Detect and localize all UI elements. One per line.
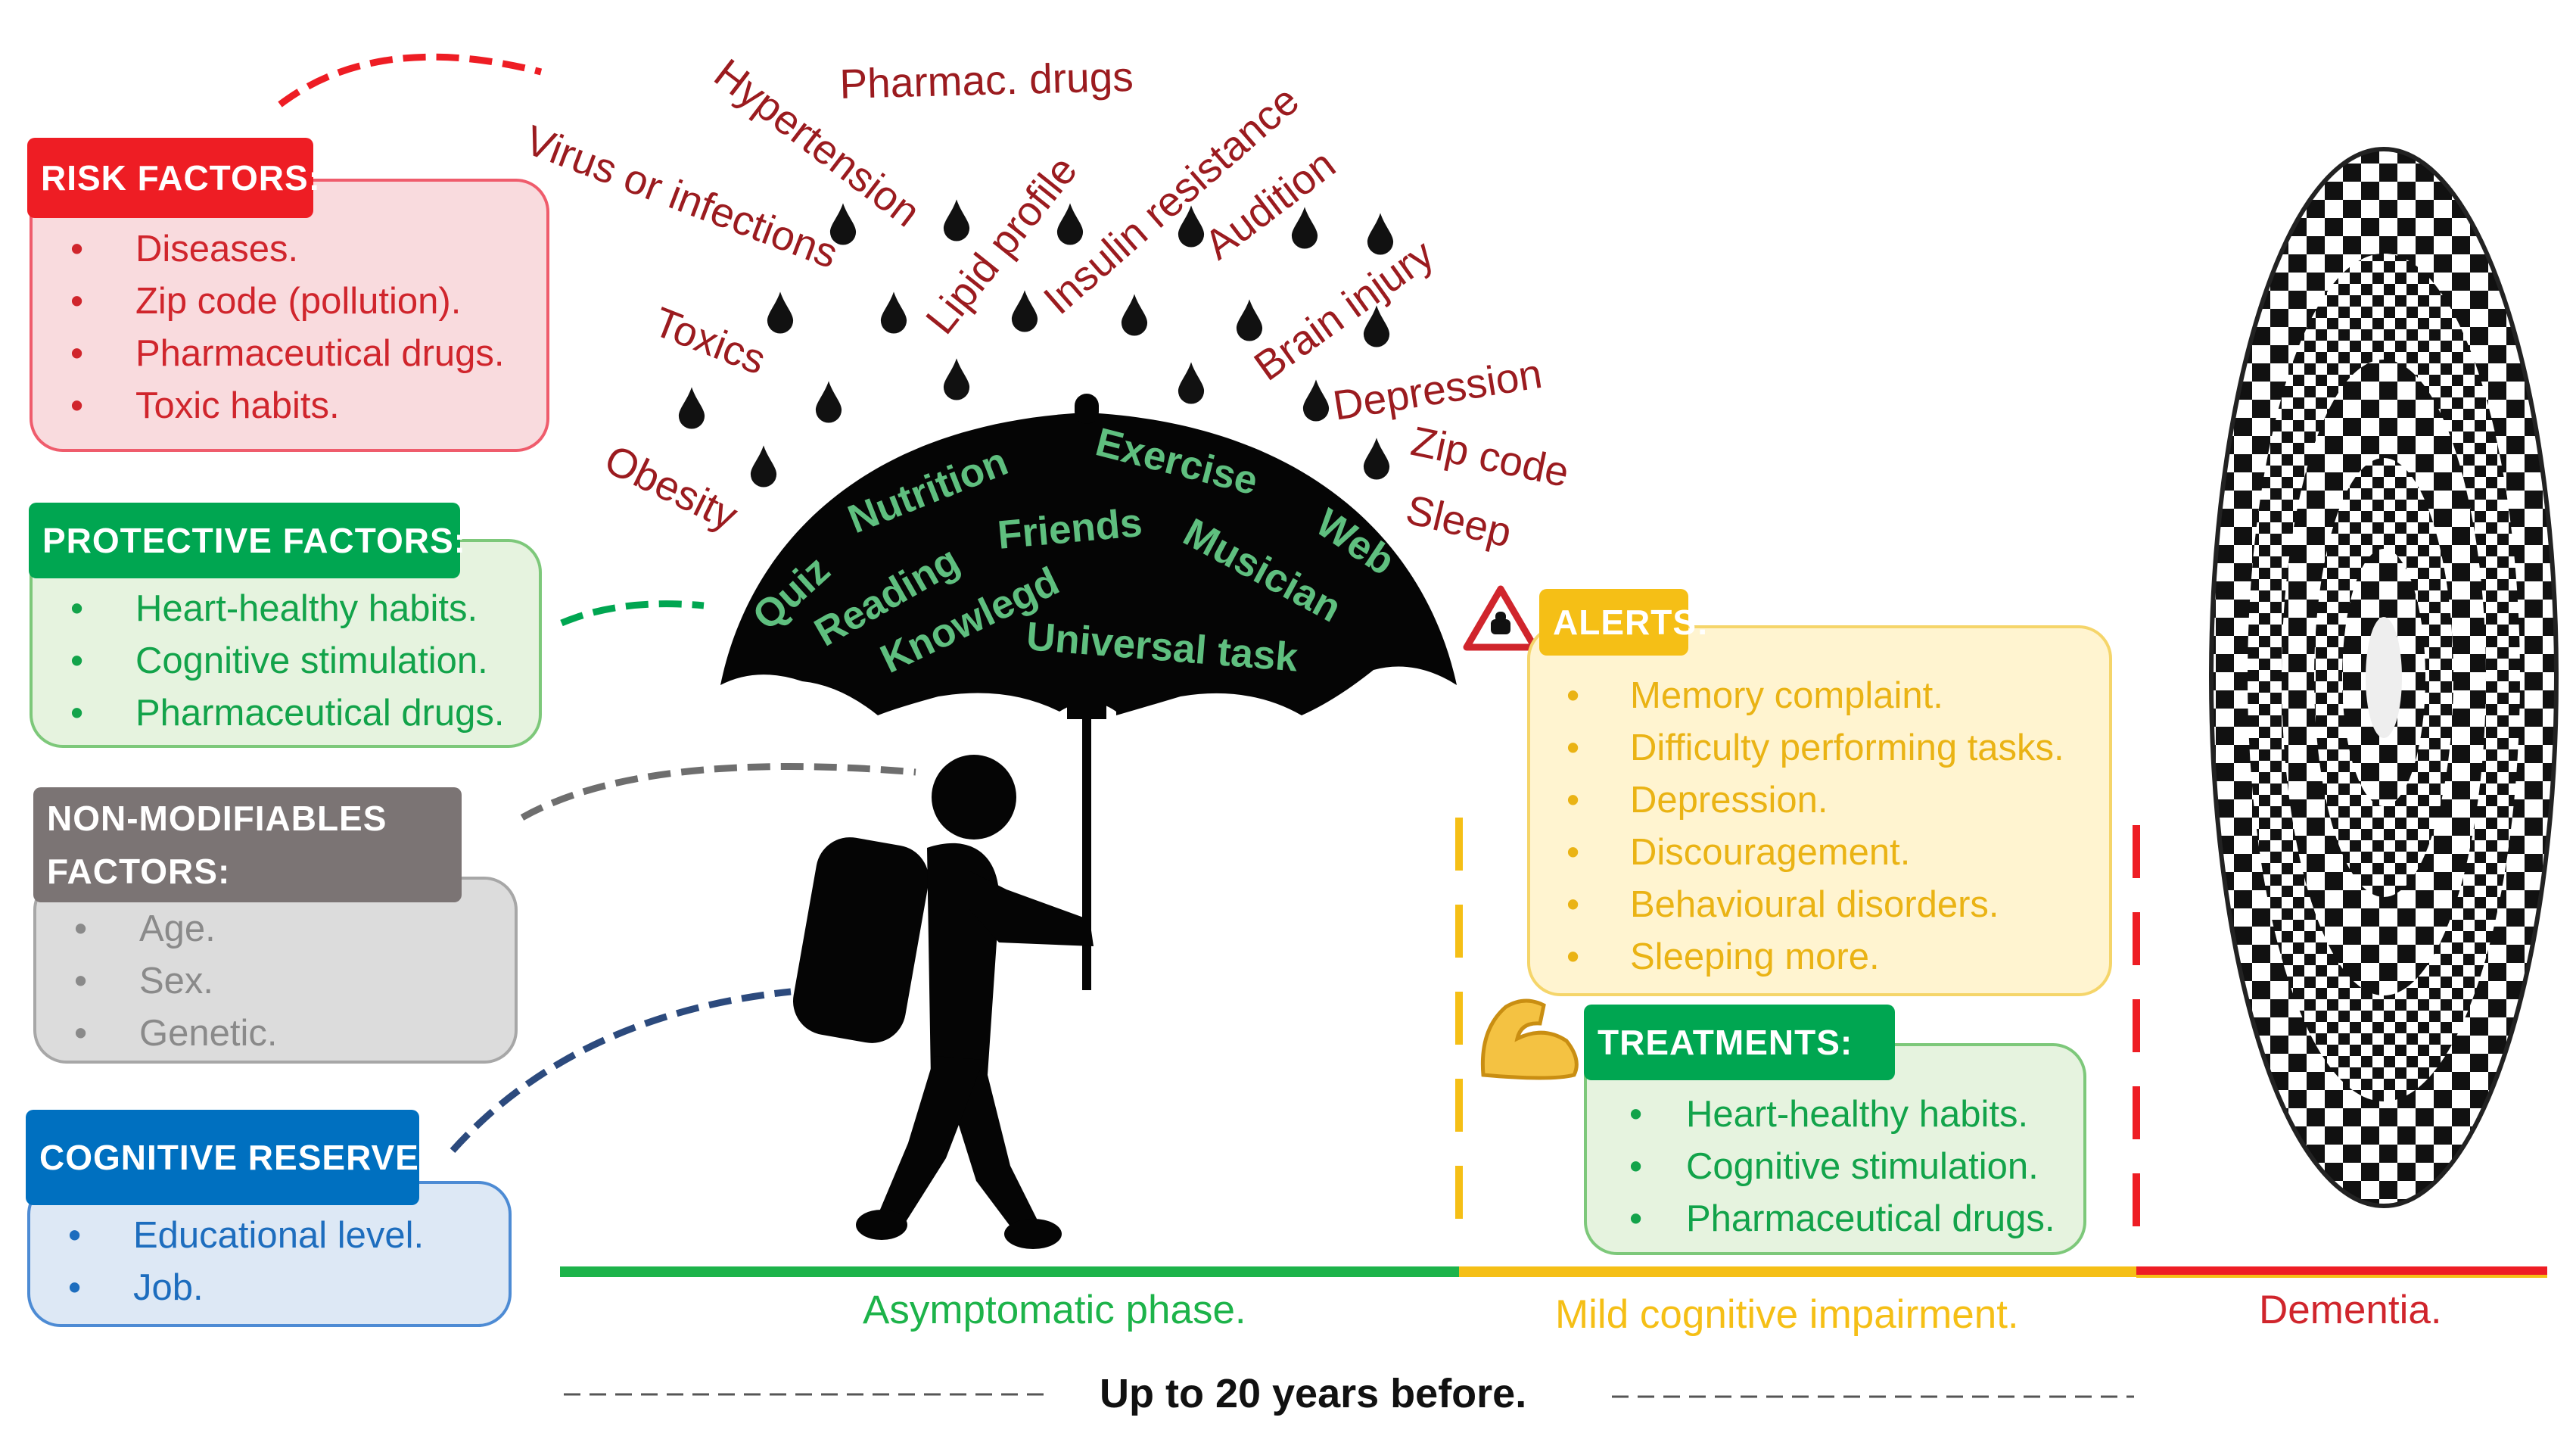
phase-mci-label: Mild cognitive impairment.: [1555, 1292, 2019, 1337]
word-depression: Depression: [1330, 350, 1545, 429]
list-item: Pharmaceutical drugs.: [1584, 1193, 2055, 1245]
list-item: Genetic.: [33, 1008, 277, 1060]
nonmod-connector: [520, 763, 916, 821]
nonmodifiable-factors-list: Age. Sex. Genetic.: [33, 903, 277, 1060]
list-item: Sex.: [33, 955, 277, 1008]
checkered-tunnel-icon: [2209, 147, 2559, 1208]
protective-factors-title: PROTECTIVE FACTORS:: [29, 503, 465, 578]
cognitive-reserve-title: COGNITIVE RESERVE:: [26, 1110, 431, 1205]
cognitive-reserve-list: Educational level. Job.: [27, 1210, 424, 1314]
title-line: NON-MODIFIABLES: [47, 799, 387, 838]
list-item: Zip code (pollution).: [30, 276, 505, 328]
word-obesity: Obesity: [598, 435, 745, 540]
protective-connector: [560, 600, 705, 627]
warning-icon: [1463, 585, 1538, 651]
word-sleep: Sleep: [1402, 485, 1516, 556]
list-item: Pharmaceutical drugs.: [30, 687, 505, 740]
timeline-footer: Up to 20 years before.: [1100, 1371, 1527, 1416]
nonmodifiable-factors-title: NON-MODIFIABLES FACTORS:: [33, 787, 462, 902]
list-item: Heart-healthy habits.: [1584, 1089, 2055, 1141]
hiker-icon: [793, 755, 1094, 1249]
list-item: Pharmaceutical drugs.: [30, 328, 505, 380]
risk-factors-list: Diseases. Zip code (pollution). Pharmace…: [30, 223, 505, 432]
title-line: FACTORS:: [47, 852, 231, 891]
list-item: Heart-healthy habits.: [30, 583, 505, 635]
phase-asymptomatic-label: Asymptomatic phase.: [863, 1288, 1246, 1332]
list-item: Behavioural disorders.: [1527, 879, 2064, 931]
list-item: Job.: [27, 1262, 424, 1314]
list-item: Memory complaint.: [1527, 670, 2064, 722]
protective-factors-list: Heart-healthy habits. Cognitive stimulat…: [30, 583, 505, 740]
flexed-bicep-icon: [1480, 998, 1579, 1080]
alerts-list: Memory complaint. Difficulty performing …: [1527, 670, 2064, 983]
alerts-title: ALERTS:: [1539, 589, 1708, 656]
treatments-list: Heart-healthy habits. Cognitive stimulat…: [1584, 1089, 2055, 1245]
word-toxics: Toxics: [648, 298, 773, 383]
reserve-connector: [450, 988, 792, 1154]
risk-connector: [278, 53, 543, 107]
list-item: Diseases.: [30, 223, 505, 276]
word-brain: Brain injury: [1246, 230, 1442, 390]
list-item: Toxic habits.: [30, 380, 505, 432]
risk-factors-title: RISK FACTORS:: [27, 138, 320, 218]
list-item: Cognitive stimulation.: [1584, 1141, 2055, 1193]
list-item: Age.: [33, 903, 277, 955]
phase-dementia-label: Dementia.: [2259, 1288, 2442, 1332]
list-item: Sleeping more.: [1527, 931, 2064, 983]
list-item: Educational level.: [27, 1210, 424, 1262]
list-item: Depression.: [1527, 774, 2064, 827]
list-item: Discouragement.: [1527, 827, 2064, 879]
word-pharmac: Pharmac. drugs: [839, 53, 1134, 107]
list-item: Difficulty performing tasks.: [1527, 722, 2064, 774]
list-item: Cognitive stimulation.: [30, 635, 505, 687]
treatments-title: TREATMENTS:: [1584, 1005, 1895, 1080]
word-zip: Zip code: [1408, 417, 1573, 496]
